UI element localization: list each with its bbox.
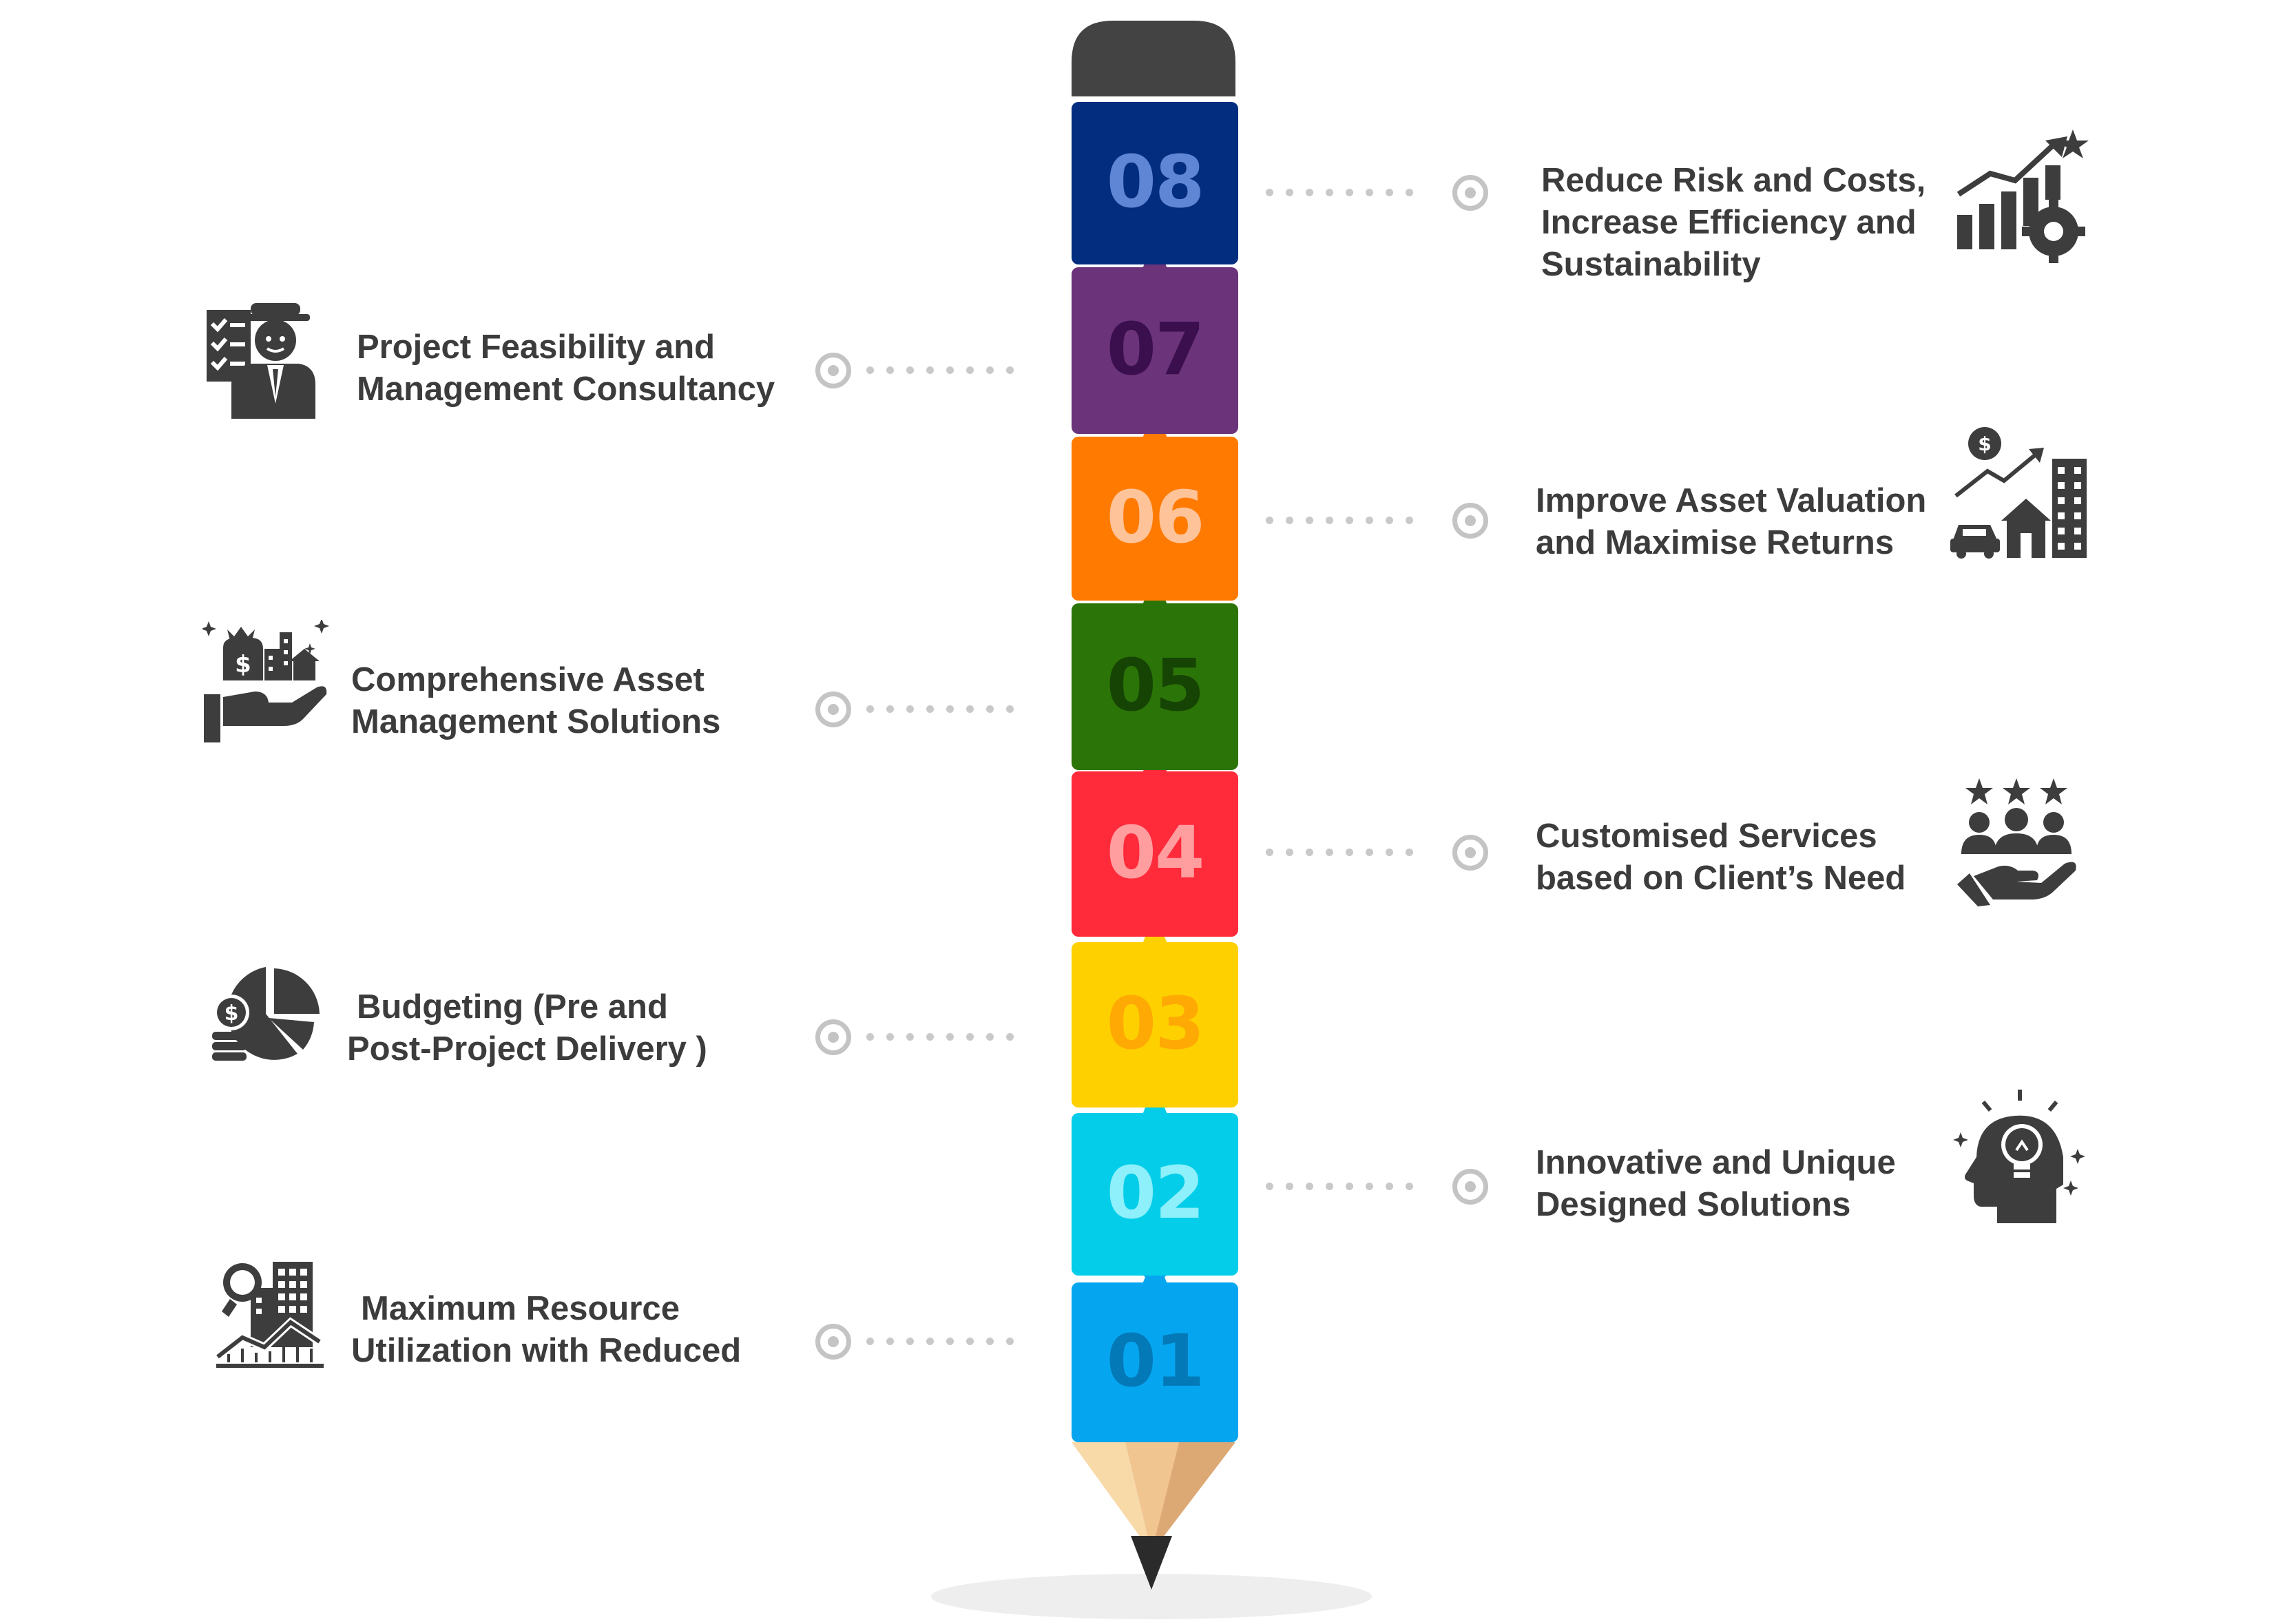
segment-block	[1072, 1282, 1238, 1442]
pencil-eraser	[1072, 21, 1235, 96]
pencil-segment-08	[1072, 102, 1238, 264]
item-08-label: Reduce Risk and Costs,Increase Efficienc…	[1541, 162, 1926, 283]
connector-target-08	[1452, 175, 1488, 211]
segment-block	[1072, 603, 1238, 770]
connector-target-07	[815, 353, 851, 388]
connector-06	[1266, 517, 1426, 524]
connector-03	[866, 1033, 1026, 1041]
connector-target-02	[1452, 1169, 1488, 1205]
pencil-shadow	[931, 1574, 1372, 1619]
connector-01	[866, 1338, 1026, 1345]
hand-assets-icon: $	[202, 620, 329, 744]
segment-block	[1072, 771, 1238, 937]
segment-number-02: 02	[1106, 1151, 1205, 1235]
segment-number-01: 01	[1106, 1319, 1205, 1403]
connector-02	[1266, 1183, 1426, 1190]
svg-text:$: $	[225, 1001, 239, 1026]
segment-block	[1072, 267, 1238, 434]
segment-block	[1072, 1113, 1238, 1276]
connector-target-05	[815, 692, 851, 727]
segment-block	[1072, 437, 1238, 601]
connector-target-06	[1452, 503, 1488, 539]
segment-number-07: 07	[1106, 307, 1205, 391]
segment-number-06: 06	[1106, 475, 1205, 559]
connector-05	[866, 705, 1026, 713]
connector-target-03	[815, 1019, 851, 1055]
consultant-checklist-icon	[204, 300, 317, 419]
pencil-tip	[1072, 1442, 1235, 1590]
growth-chart-gear-icon	[1949, 128, 2094, 266]
connector-08	[1266, 189, 1426, 196]
connector-04	[1266, 849, 1426, 856]
connector-07	[866, 366, 1026, 374]
pencil-segments	[1072, 102, 1238, 1442]
building-search-growth-icon	[215, 1260, 325, 1368]
segment-block	[1072, 942, 1238, 1108]
real-estate-growth-icon: $	[1949, 424, 2100, 559]
segment-number-03: 03	[1106, 981, 1205, 1065]
segment-number-04: 04	[1106, 811, 1205, 895]
segment-number-08: 08	[1106, 140, 1205, 224]
connector-target-04	[1452, 835, 1488, 871]
segment-block	[1072, 102, 1238, 264]
svg-text:$: $	[235, 651, 251, 678]
connector-target-01	[815, 1324, 851, 1360]
svg-text:$: $	[1978, 433, 1991, 455]
segment-number-05: 05	[1106, 643, 1205, 727]
pie-chart-coins-icon: $	[211, 966, 321, 1062]
pencil-lead	[1131, 1536, 1172, 1590]
hand-people-stars-icon	[1954, 777, 2078, 906]
head-lightbulb-icon	[1953, 1088, 2088, 1226]
